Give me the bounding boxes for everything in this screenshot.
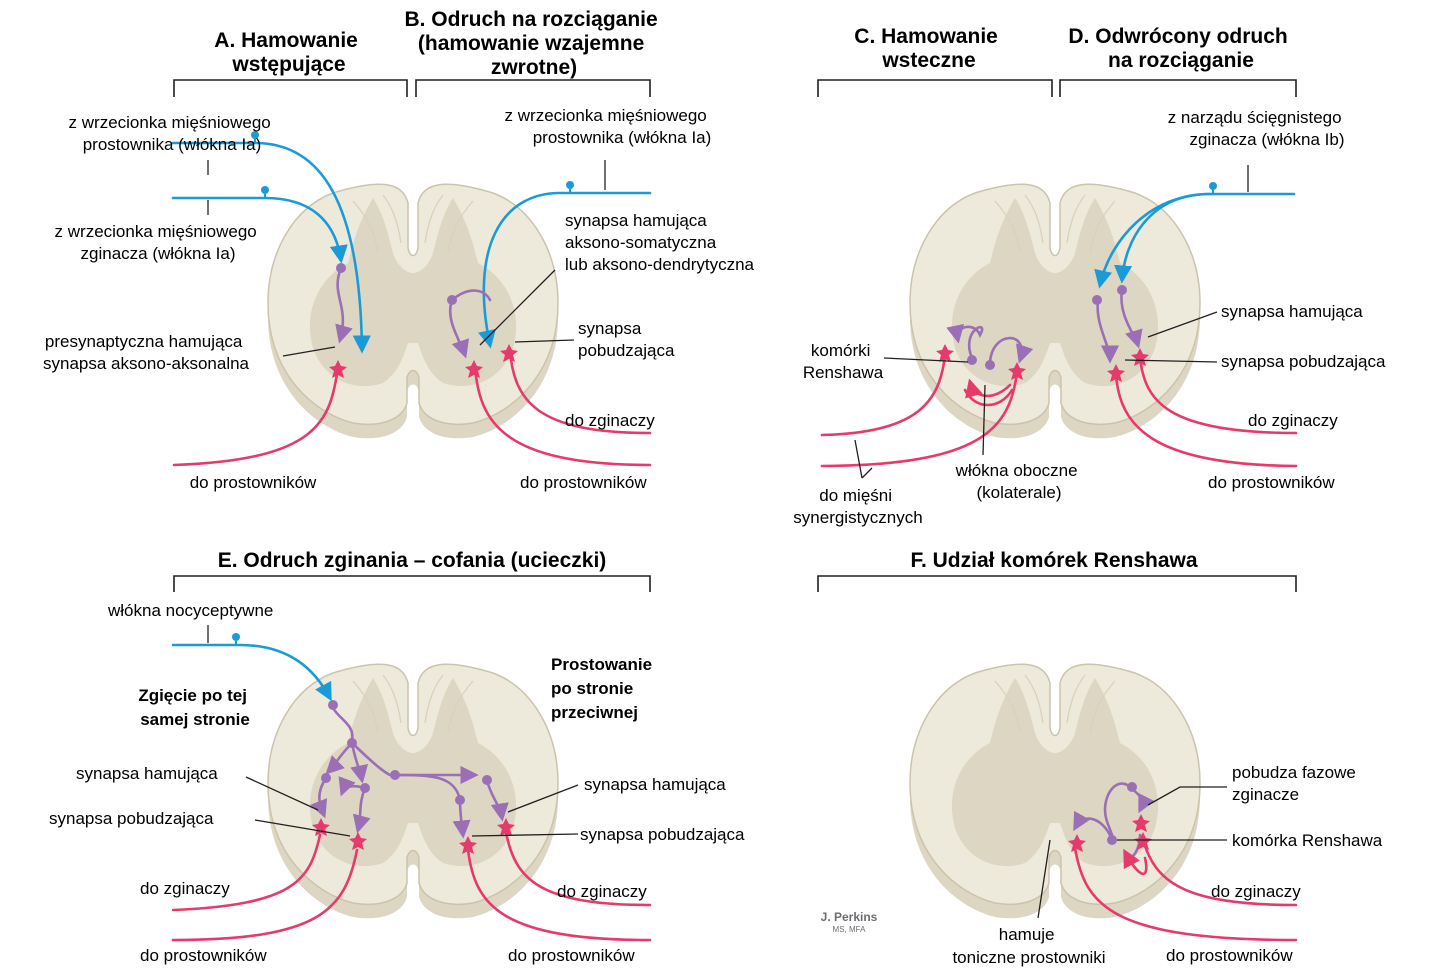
label-e-ipsilateral: Zgięcie po tej samej stronie [138, 686, 251, 729]
label-d-excitatory-synapse: synapsa pobudzająca [1221, 352, 1386, 371]
label-c-collaterals: włókna oboczne (kolaterale) [955, 461, 1083, 502]
label-d-inhibitory-synapse: synapsa hamująca [1221, 302, 1363, 321]
label-a-to-extensors: do prostowników [190, 473, 317, 492]
label-f-tonic: hamuje toniczne prostowniki [952, 925, 1105, 967]
label-a-presynaptic: presynaptyczna hamująca synapsa aksono-a… [43, 332, 250, 373]
title-c: C. Hamowanie wsteczne [854, 25, 1003, 72]
label-e-to-extensors-right: do prostowników [508, 946, 635, 965]
spinal-cord-section-e [268, 664, 558, 918]
label-e-to-flexors-right: do zginaczy [557, 882, 647, 901]
label-a-flexor-spindle: z wrzecionka mięśniowego zginacza (włókn… [55, 222, 262, 263]
label-e-to-extensors-left: do prostowników [140, 946, 267, 965]
title-d: D. Odwrócony odruch na rozciąganie [1068, 25, 1293, 72]
label-c-renshaw-cells: komórki Renshawa [803, 341, 884, 382]
label-d-tendon-organ: z narządu ścięgnistego zginacza (włókna … [1168, 108, 1347, 149]
label-d-to-extensors: do prostowników [1208, 473, 1335, 492]
label-a-extensor-spindle: z wrzecionka mięśniowego prostownika (wł… [69, 113, 276, 154]
label-f-to-flexors: do zginaczy [1211, 882, 1301, 901]
label-e-nociceptive: włókna nocyceptywne [107, 601, 273, 620]
label-b-to-flexors: do zginaczy [565, 411, 655, 430]
artist-credentials: MS, MFA [833, 925, 867, 934]
label-f-to-extensors: do prostowników [1166, 946, 1293, 965]
title-b: B. Odruch na rozciąganie (hamowanie wzaj… [404, 8, 663, 79]
label-b-excitatory-synapse: synapsa pobudzająca [578, 319, 675, 360]
artist-signature: J. Perkins [821, 910, 878, 924]
label-d-to-flexors: do zginaczy [1248, 411, 1338, 430]
title-a: A. Hamowanie wstępujące [214, 29, 363, 76]
label-e-excitatory-right: synapsa pobudzająca [580, 825, 745, 844]
label-f-phasic: pobudza fazowe zginacze [1232, 763, 1361, 804]
label-f-renshaw-cell: komórka Renshawa [1232, 831, 1383, 850]
label-b-extensor-spindle: z wrzecionka mięśniowego prostownika (wł… [505, 106, 712, 147]
label-e-contralateral: Prostowanie po stronie przeciwnej [551, 655, 657, 722]
label-e-to-flexors-left: do zginaczy [140, 879, 230, 898]
label-e-inhibitory-left: synapsa hamująca [76, 764, 218, 783]
title-e: E. Odruch zginania – cofania (ucieczki) [218, 549, 607, 572]
label-c-synergists: do mięśni synergistycznych [793, 486, 922, 527]
label-e-inhibitory-right: synapsa hamująca [584, 775, 726, 794]
label-b-inhibitory-synapse: synapsa hamująca aksono-somatyczna lub a… [565, 211, 755, 274]
title-f: F. Udział komórek Renshawa [910, 549, 1197, 572]
label-b-to-extensors: do prostowników [520, 473, 647, 492]
spinal-cord-section-f [910, 664, 1200, 918]
label-e-excitatory-left: synapsa pobudzająca [49, 809, 214, 828]
